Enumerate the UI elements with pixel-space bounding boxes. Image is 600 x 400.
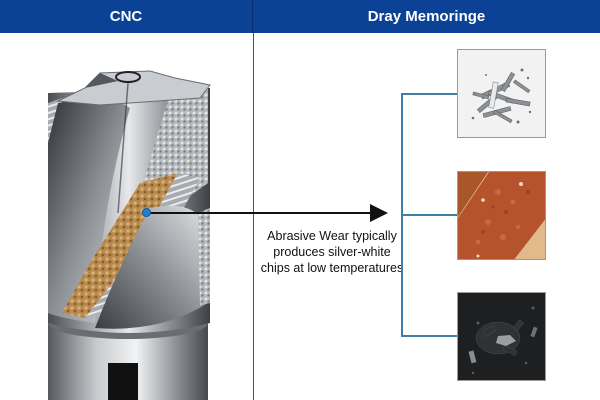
- black-chips-photo: [457, 292, 546, 381]
- caption-line-2: produces silver-white: [273, 245, 391, 259]
- header-right-title: Dray Memoringe: [367, 8, 486, 25]
- copper-surface-icon: [458, 172, 545, 259]
- silver-chips-icon: [458, 50, 545, 137]
- end-mill-icon: [48, 70, 211, 400]
- abrasive-wear-caption: Abrasive Wear typically produces silver-…: [258, 228, 406, 276]
- black-chips-icon: [458, 293, 545, 380]
- caption-line-3: chips at low temperatures: [260, 261, 404, 275]
- header-cnc: CNC: [0, 0, 253, 33]
- bracket-branch-middle: [401, 214, 457, 216]
- header-dray-memoringe: Dray Memoringe: [253, 0, 600, 33]
- arrow-right-icon: [370, 204, 388, 222]
- silver-white-chips-photo: [457, 49, 546, 138]
- cnc-tool-illustration: [0, 33, 253, 400]
- bracket-branch-top: [401, 93, 457, 95]
- caption-line-1: Abrasive Wear typically: [267, 229, 397, 243]
- callout-leader-line: [147, 212, 373, 214]
- wear-point-marker: [142, 208, 151, 217]
- header-bar: CNC Dray Memoringe: [0, 0, 600, 33]
- bracket-branch-bottom: [401, 335, 457, 337]
- copper-oxide-surface-photo: [457, 171, 546, 260]
- header-cnc-title: CNC: [109, 8, 143, 25]
- column-divider: [253, 33, 254, 400]
